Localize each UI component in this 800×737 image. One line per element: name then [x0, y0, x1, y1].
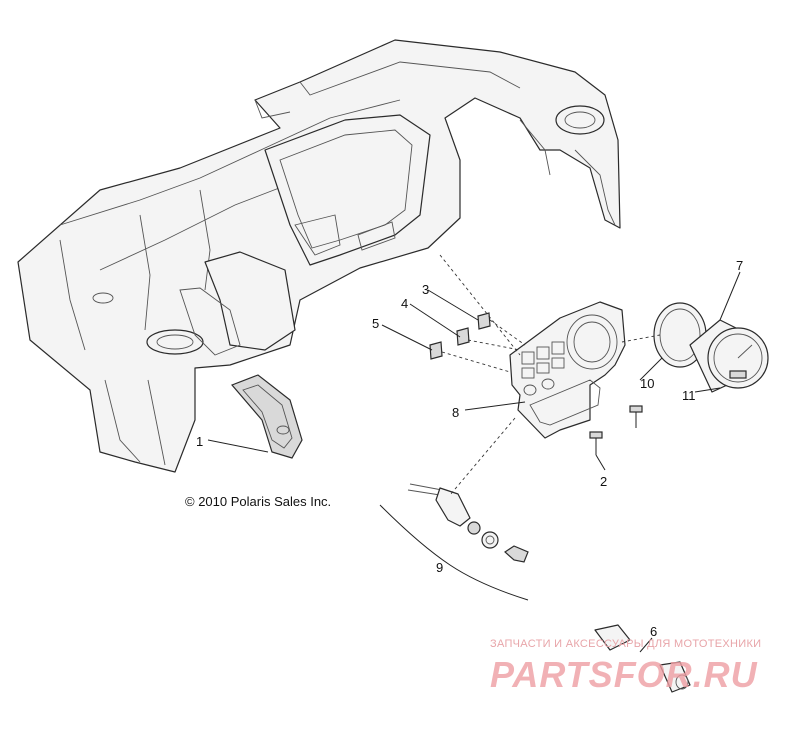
- copyright-notice: © 2010 Polaris Sales Inc.: [185, 494, 332, 509]
- callout-6: 6: [650, 624, 657, 639]
- callout-9: 9: [436, 560, 443, 575]
- callout-11: 11: [682, 388, 696, 403]
- part-8-instrument-panel: [509, 301, 626, 439]
- callout-1: 1: [196, 434, 203, 449]
- part-6-connector: [594, 624, 691, 693]
- watermark-tagline: ЗАПЧАСТИ И АКСЕССУАРЫ ДЛЯ МОТОТЕХНИКИ: [490, 638, 762, 650]
- part-4-switch: [456, 327, 470, 346]
- callout-10: 10: [640, 376, 654, 391]
- part-2-screws: [589, 405, 643, 455]
- assembly-lines: [439, 254, 661, 496]
- callout-2: 2: [600, 474, 607, 489]
- callout-5: 5: [372, 316, 379, 331]
- watermark-logo: PARTSFOR.RU: [490, 654, 758, 695]
- callout-8: 8: [452, 405, 459, 420]
- part-1-trim: [230, 374, 303, 459]
- part-5-switch: [429, 341, 443, 360]
- part-11-gauge: [689, 319, 769, 393]
- dashboard-body: [17, 39, 621, 473]
- switch-blanks: [429, 312, 491, 360]
- leader-lines: [207, 271, 741, 653]
- callout-7: 7: [736, 258, 743, 273]
- callout-4: 4: [401, 296, 408, 311]
- callout-labels: 1 2 3 4 5 6 7 8 9 10 11: [196, 258, 743, 639]
- part-3-switch: [477, 312, 491, 330]
- callout-3: 3: [422, 282, 429, 297]
- part-9-power-outlet: [379, 483, 529, 601]
